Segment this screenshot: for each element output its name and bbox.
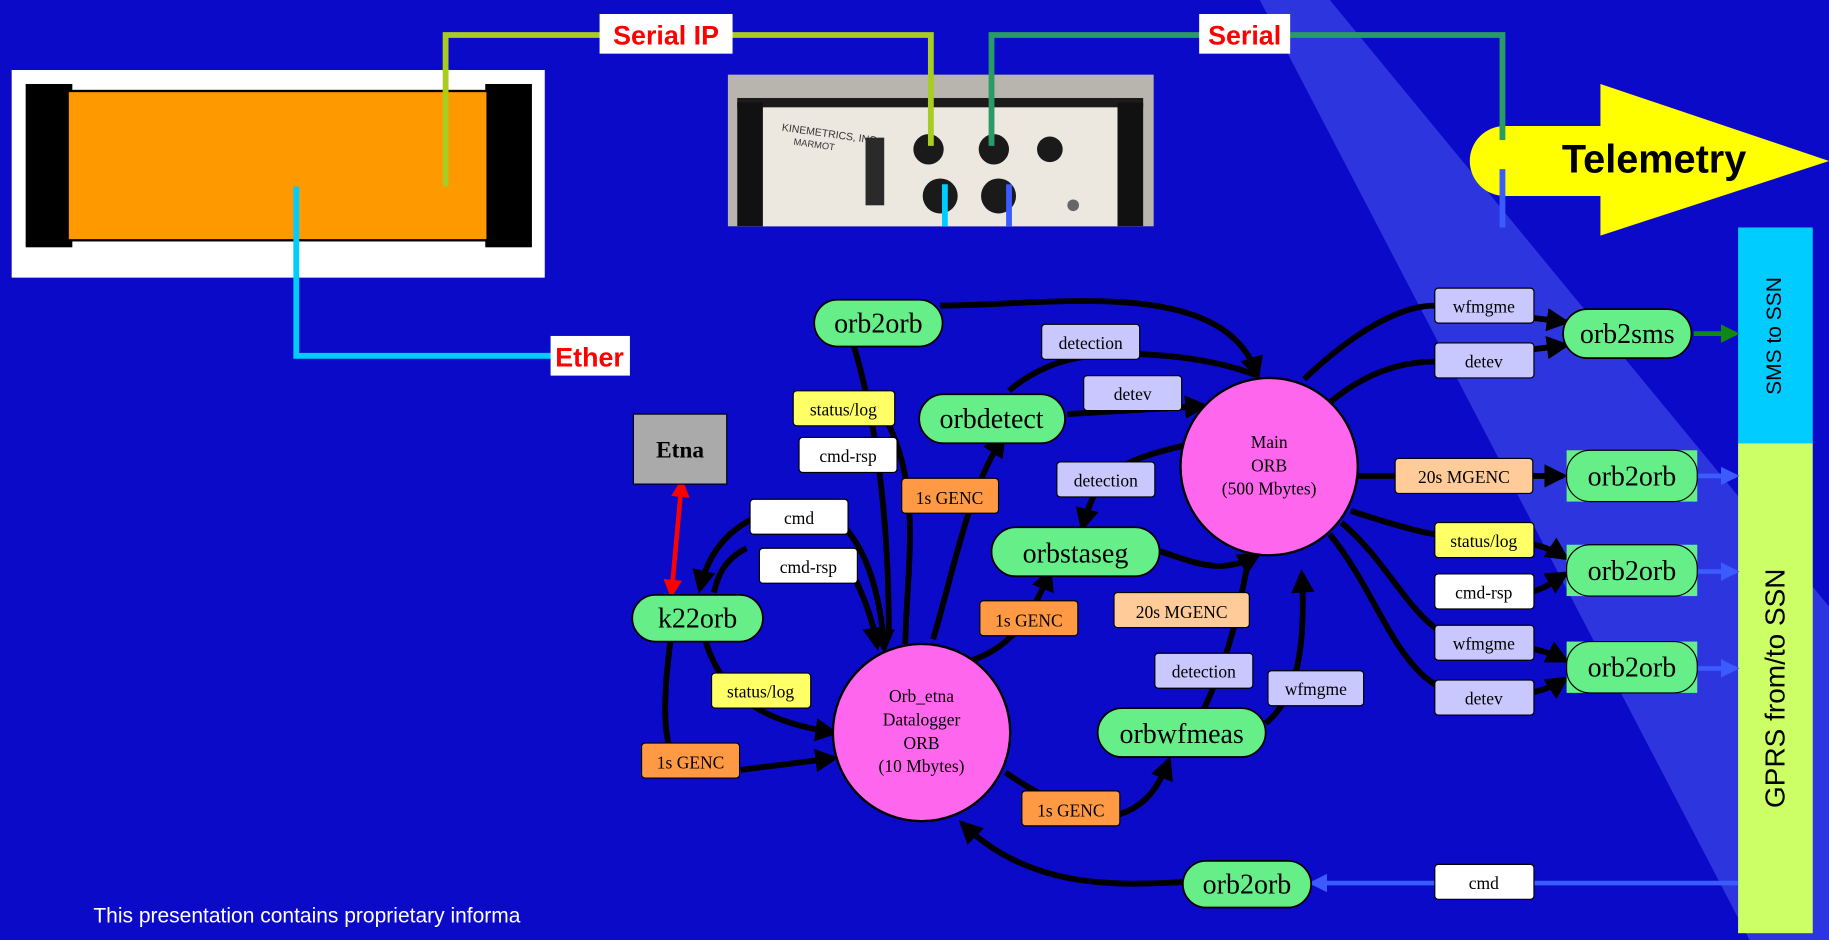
packet-status-log-r: status/log — [1434, 522, 1535, 559]
gprs-band: GPRS from/to SSN — [1738, 443, 1813, 934]
packet-status-log-top-text: status/log — [810, 399, 877, 419]
packet-status-log-top: status/log — [792, 390, 896, 427]
process-orb2orb-bottom[interactable]: orb2orb — [1181, 860, 1313, 909]
packet-wfmgme-r1: wfmgme — [1434, 287, 1535, 324]
packet-wfmgme-mid: wfmgme — [1267, 670, 1365, 707]
process-orb2orb-r1[interactable]: orb2orb — [1566, 449, 1698, 503]
packet-genc-1s-left: 1s GENC — [640, 742, 741, 779]
packet-detection-3-text: detection — [1172, 662, 1236, 682]
sms-band-label: SMS to SSN — [1763, 277, 1786, 395]
packet-mgenc-20s-mid: 20s MGENC — [1113, 591, 1250, 629]
packet-detev-1: detev — [1083, 375, 1183, 412]
packet-detection-3: detection — [1154, 652, 1254, 689]
packet-cmd-bottom-text: cmd — [1469, 873, 1499, 893]
orb2orb-bottom-label: orb2orb — [1203, 870, 1292, 901]
datalogger-orb: Orb_etna Datalogger ORB (10 Mbytes) — [831, 642, 1012, 823]
packet-cmd-rsp-left: cmd-rsp — [758, 547, 858, 584]
packet-detev-1-text: detev — [1114, 384, 1152, 404]
etna-link — [663, 478, 690, 599]
orb2sms-label: orb2sms — [1580, 319, 1675, 350]
packet-wfmgme-r2-text: wfmgme — [1453, 634, 1515, 654]
datalogger-orb-line4: (10 Mbytes) — [879, 756, 965, 776]
serial-ip-label: Serial IP — [613, 20, 719, 50]
etna-label: Etna — [656, 437, 704, 463]
packet-detev-r1: detev — [1434, 342, 1535, 379]
packet-status-log-left: status/log — [710, 672, 812, 709]
packet-genc-1s-bottom: 1s GENC — [1021, 790, 1121, 827]
serial-tag — [1199, 13, 1291, 54]
process-orbstaseg[interactable]: orbstaseg — [990, 526, 1161, 578]
packet-cmd-left-text: cmd — [784, 508, 814, 528]
process-orb2orb-top[interactable]: orb2orb — [813, 298, 944, 348]
main-orb-line2: ORB — [1251, 455, 1287, 475]
packet-mgenc-20s-r-text: 20s MGENC — [1418, 467, 1510, 487]
packet-status-log-r-text: status/log — [1450, 531, 1517, 551]
telemetry-arrow: Telemetry — [1469, 83, 1829, 236]
packet-detection-1: detection — [1041, 323, 1141, 360]
packet-wfmgme-r1-text: wfmgme — [1453, 297, 1515, 317]
process-orb2sms[interactable]: orb2sms — [1562, 308, 1693, 359]
marmot-device-image: KINEMETRICS, INC. MARMOT — [727, 74, 1154, 227]
packet-wfmgme-r2: wfmgme — [1434, 624, 1535, 661]
datalogger-orb-line3: ORB — [904, 733, 940, 753]
packet-detection-1-text: detection — [1059, 333, 1123, 353]
light-beam — [1259, 0, 1829, 940]
packet-detev-r1-text: detev — [1465, 351, 1503, 371]
packet-cmd-rsp-left-text: cmd-rsp — [780, 557, 838, 577]
process-orb2orb-r2[interactable]: orb2orb — [1566, 544, 1698, 597]
ether-label: Ether — [555, 342, 624, 372]
packet-labels: status/log cmd-rsp detection detev detec… — [640, 287, 1535, 900]
gprs-band-label: GPRS from/to SSN — [1760, 568, 1791, 807]
sms-band: SMS to SSN — [1738, 227, 1813, 444]
packet-cmd-bottom: cmd — [1434, 863, 1535, 900]
packet-genc-1s-bottom-text: 1s GENC — [1037, 801, 1105, 821]
packet-detection-2-text: detection — [1074, 470, 1138, 490]
telemetry-label: Telemetry — [1562, 138, 1746, 182]
packet-detection-2: detection — [1056, 461, 1156, 498]
ether-tag — [550, 335, 630, 376]
orb2orb-r2-label: orb2orb — [1588, 556, 1677, 587]
orb2orb-r3-label: orb2orb — [1588, 653, 1677, 684]
main-orb-line1: Main — [1251, 432, 1288, 452]
datalogger-orb-line1: Orb_etna — [889, 686, 954, 706]
orbstaseg-label: orbstaseg — [1023, 538, 1129, 569]
packet-genc-1s-a: 1s GENC — [901, 477, 1000, 514]
packet-cmd-left: cmd — [749, 498, 849, 535]
packet-mgenc-20s-r: 20s MGENC — [1394, 457, 1534, 495]
process-k22orb[interactable]: k22orb — [631, 594, 764, 643]
packet-genc-1s-mid-text: 1s GENC — [995, 610, 1063, 630]
packet-genc-1s-a-text: 1s GENC — [916, 488, 984, 508]
packet-detev-r2: detev — [1434, 679, 1535, 716]
packet-cmd-rsp-top: cmd-rsp — [798, 436, 898, 474]
orbwfmeas-label: orbwfmeas — [1119, 719, 1243, 750]
serial-ip-tag — [599, 13, 733, 54]
process-orb2orb-r3[interactable]: orb2orb — [1566, 640, 1698, 694]
datalogger-orb-line2: Datalogger — [883, 710, 961, 730]
packet-genc-1s-mid: 1s GENC — [979, 600, 1079, 637]
datalogger-device-image — [11, 69, 545, 278]
main-orb-line3: (500 Mbytes) — [1222, 479, 1317, 499]
orb2orb-top-label: orb2orb — [834, 308, 923, 339]
ethernet-cable — [293, 186, 630, 359]
orb2orb-r1-label: orb2orb — [1588, 461, 1677, 492]
serial-label: Serial — [1208, 20, 1281, 50]
main-orb: Main ORB (500 Mbytes) — [1179, 376, 1359, 557]
packet-cmd-rsp-r-text: cmd-rsp — [1455, 582, 1513, 602]
process-orbdetect[interactable]: orbdetect — [918, 393, 1066, 445]
process-orbwfmeas[interactable]: orbwfmeas — [1096, 707, 1267, 758]
packet-detev-r2-text: detev — [1465, 689, 1503, 709]
packet-status-log-left-text: status/log — [727, 682, 794, 702]
packet-cmd-rsp-top-text: cmd-rsp — [819, 446, 877, 466]
packet-wfmgme-mid-text: wfmgme — [1285, 679, 1347, 699]
packet-mgenc-20s-mid-text: 20s MGENC — [1136, 602, 1228, 622]
orbdetect-label: orbdetect — [939, 404, 1043, 435]
etna-node[interactable]: Etna — [632, 413, 728, 485]
packet-cmd-rsp-r: cmd-rsp — [1434, 573, 1535, 610]
k22orb-label: k22orb — [658, 604, 737, 635]
packet-genc-1s-left-text: 1s GENC — [657, 753, 725, 773]
footer-disclaimer: This presentation contains proprietary i… — [93, 904, 521, 928]
